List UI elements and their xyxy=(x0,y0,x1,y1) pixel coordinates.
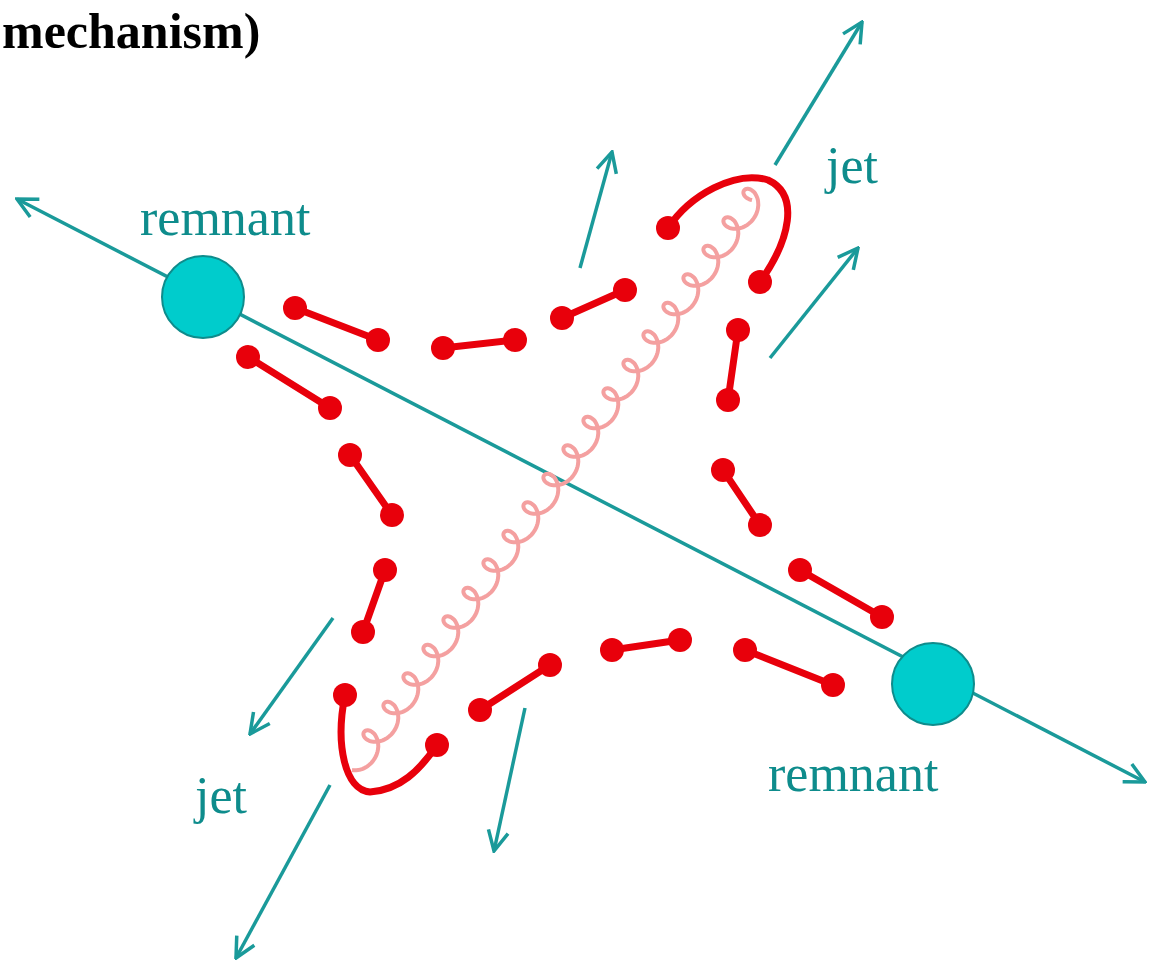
gluon-line xyxy=(352,189,758,771)
string-pieces xyxy=(236,178,894,792)
remnant-blob xyxy=(892,643,974,725)
part-label: remnant xyxy=(768,748,938,800)
remnant-blob xyxy=(162,256,244,338)
part-label: jet xyxy=(826,140,878,192)
heading: mechanism) xyxy=(2,6,260,56)
hadron-arrows xyxy=(236,22,862,958)
beam-axis xyxy=(17,199,1145,782)
part-label: remnant xyxy=(140,192,310,244)
part-label: jet xyxy=(195,770,247,822)
